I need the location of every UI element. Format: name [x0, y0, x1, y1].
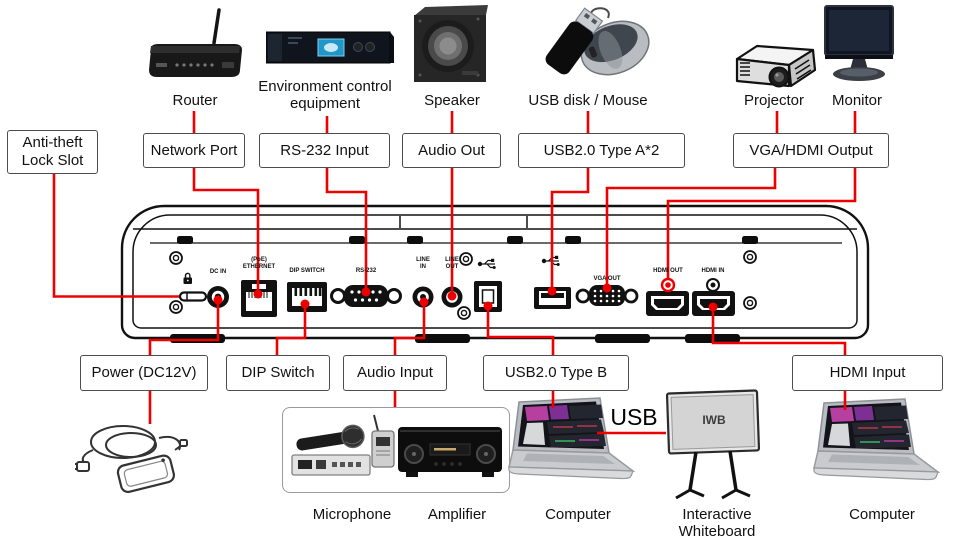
vga-out-port-label: VGA OUT	[593, 276, 621, 282]
callout-usb-type-b: USB2.0 Type B	[483, 355, 629, 391]
line-in-port	[412, 286, 434, 308]
callout-audio-out: Audio Out	[402, 133, 501, 168]
amplifier-label: Amplifier	[427, 506, 487, 523]
lock-slot	[178, 291, 208, 302]
usb-icon	[477, 258, 496, 269]
computer-right-label: Computer	[849, 506, 915, 523]
amplifier-icon	[398, 427, 502, 477]
interactive-whiteboard-icon	[665, 389, 761, 500]
connection-dots	[213, 283, 718, 312]
microphone-icon	[291, 414, 395, 476]
callout-usb-type-a: USB2.0 Type A*2	[518, 133, 685, 168]
monitor-icon	[824, 5, 894, 81]
router-icon	[149, 8, 242, 77]
usb-a-port	[534, 287, 571, 309]
callout-dip-switch: DIP Switch	[226, 355, 330, 391]
computer-left-label: Computer	[545, 506, 611, 523]
lock-icon	[183, 272, 192, 284]
hdmi-in-port	[692, 278, 735, 316]
callout-power-dc12v: Power (DC12V)	[80, 355, 208, 391]
line-out-port	[441, 286, 463, 308]
vga-port	[575, 285, 639, 306]
env-control-label: Environment control equipment	[258, 78, 392, 113]
projector-icon	[735, 44, 817, 88]
hdmi-out-port	[646, 291, 689, 316]
rs232-port-label: RS-232	[355, 268, 377, 274]
monitor-label: Monitor	[831, 92, 883, 109]
hdmi-out-port-label: HDMI OUT	[653, 268, 683, 274]
speaker-label: Speaker	[424, 92, 480, 109]
callout-network-port: Network Port	[143, 133, 245, 168]
panel-clips	[177, 236, 758, 244]
callout-vga-hdmi-output: VGA/HDMI Output	[733, 133, 889, 168]
usb-b-port	[474, 281, 502, 312]
callout-audio-input: Audio Input	[343, 355, 447, 391]
environment-control-icon	[266, 31, 394, 64]
dip-switch-port	[287, 282, 327, 312]
callout-rs232-input: RS-232 Input	[259, 133, 390, 168]
dip-switch-port-label: DIP SWITCH	[289, 268, 325, 274]
rs232-port	[330, 285, 402, 307]
callout-hdmi-input: HDMI Input	[792, 355, 943, 391]
laptop-icon	[813, 398, 939, 481]
usb-disk-mouse-label: USB disk / Mouse	[528, 92, 648, 109]
usb-link-label: USB	[610, 404, 658, 430]
ethernet-port	[241, 280, 277, 317]
speaker-icon	[414, 5, 488, 82]
ethernet-port-label: (PoE) ETHERNET	[242, 257, 276, 270]
microphone-label: Microphone	[312, 506, 392, 523]
iwb-screen-label: IWB	[702, 413, 726, 427]
hdmi-in-port-label: HDMI IN	[701, 268, 725, 274]
line-in-port-label: LINE IN	[416, 257, 430, 270]
dc-in-port-label: DC IN	[209, 269, 227, 275]
callout-anti-theft-lock-slot: Anti-theft Lock Slot	[7, 130, 98, 174]
panel-feet	[170, 334, 740, 343]
line-out-port-label: LINE OUT	[445, 257, 459, 270]
projector-label: Projector	[743, 92, 805, 109]
power-adapter-icon	[75, 425, 188, 494]
router-label: Router	[172, 92, 218, 109]
dc-in-port	[207, 286, 229, 308]
interactive-whiteboard-label: Interactive Whiteboard	[678, 506, 756, 539]
usb-disk-mouse-icon	[545, 7, 650, 76]
usb-icon	[541, 255, 560, 266]
